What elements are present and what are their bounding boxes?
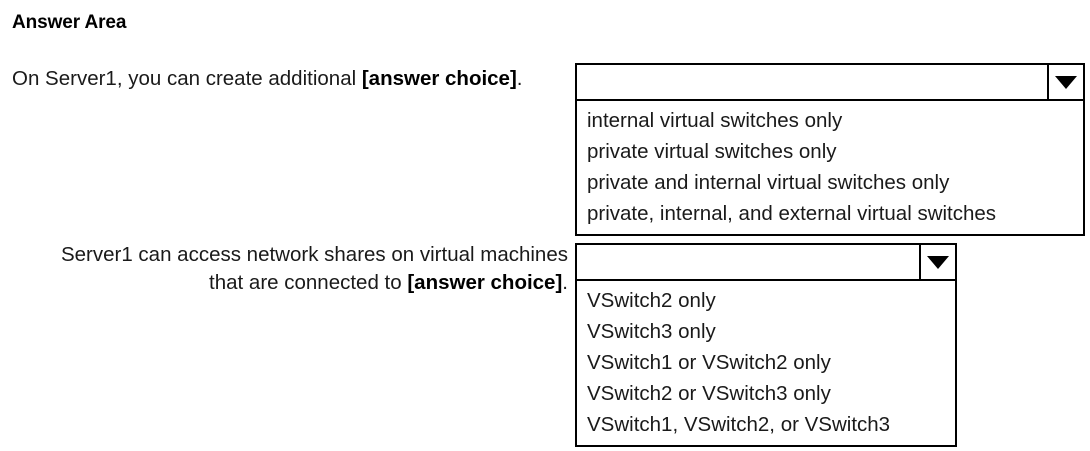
question-2-stem-line-2-prefix: that are connected to bbox=[209, 271, 408, 294]
answer-dropdown-2-option-1[interactable]: VSwitch2 only bbox=[577, 285, 955, 316]
answer-dropdown-1-combobox[interactable] bbox=[575, 63, 1085, 101]
answer-dropdown-2-combobox[interactable] bbox=[575, 243, 957, 281]
answer-dropdown-1-option-4[interactable]: private, internal, and external virtual … bbox=[577, 198, 1083, 229]
answer-dropdown-2-option-4[interactable]: VSwitch2 or VSwitch3 only bbox=[577, 378, 955, 409]
answer-dropdown-2-option-2[interactable]: VSwitch3 only bbox=[577, 316, 955, 347]
question-2-stem: Server1 can access network shares on vir… bbox=[12, 241, 568, 297]
question-2-answer-choice-placeholder: [answer choice] bbox=[407, 271, 563, 294]
question-2-stem-line-1: Server1 can access network shares on vir… bbox=[60, 243, 568, 266]
answer-dropdown-2[interactable]: VSwitch2 only VSwitch3 only VSwitch1 or … bbox=[575, 243, 957, 447]
answer-dropdown-2-option-list[interactable]: VSwitch2 only VSwitch3 only VSwitch1 or … bbox=[575, 281, 957, 447]
question-1-stem-suffix: . bbox=[516, 67, 523, 90]
chevron-down-icon bbox=[1055, 75, 1077, 89]
chevron-down-icon bbox=[927, 255, 949, 269]
answer-dropdown-1-option-3[interactable]: private and internal virtual switches on… bbox=[577, 167, 1083, 198]
question-1-stem-prefix: On Server1, you can create additional bbox=[12, 67, 362, 90]
answer-dropdown-1-option-list[interactable]: internal virtual switches only private v… bbox=[575, 101, 1085, 236]
question-2-stem-line-2: that are connected to [answer choice]. bbox=[12, 269, 568, 297]
answer-dropdown-1-option-2[interactable]: private virtual switches only bbox=[577, 136, 1083, 167]
answer-dropdown-2-option-3[interactable]: VSwitch1 or VSwitch2 only bbox=[577, 347, 955, 378]
answer-dropdown-1-selected-value[interactable] bbox=[577, 65, 1047, 99]
question-1-stem: On Server1, you can create additional [a… bbox=[12, 65, 568, 93]
answer-dropdown-2-selected-value[interactable] bbox=[577, 245, 919, 279]
answer-dropdown-2-option-5[interactable]: VSwitch1, VSwitch2, or VSwitch3 bbox=[577, 409, 955, 440]
answer-dropdown-1-toggle-button[interactable] bbox=[1047, 65, 1083, 99]
answer-dropdown-1-option-1[interactable]: internal virtual switches only bbox=[577, 105, 1083, 136]
answer-dropdown-2-toggle-button[interactable] bbox=[919, 245, 955, 279]
question-2-stem-suffix: . bbox=[562, 271, 568, 294]
answer-dropdown-1[interactable]: internal virtual switches only private v… bbox=[575, 63, 1085, 236]
page-title: Answer Area bbox=[12, 12, 127, 33]
question-1-answer-choice-placeholder: [answer choice] bbox=[361, 67, 517, 90]
